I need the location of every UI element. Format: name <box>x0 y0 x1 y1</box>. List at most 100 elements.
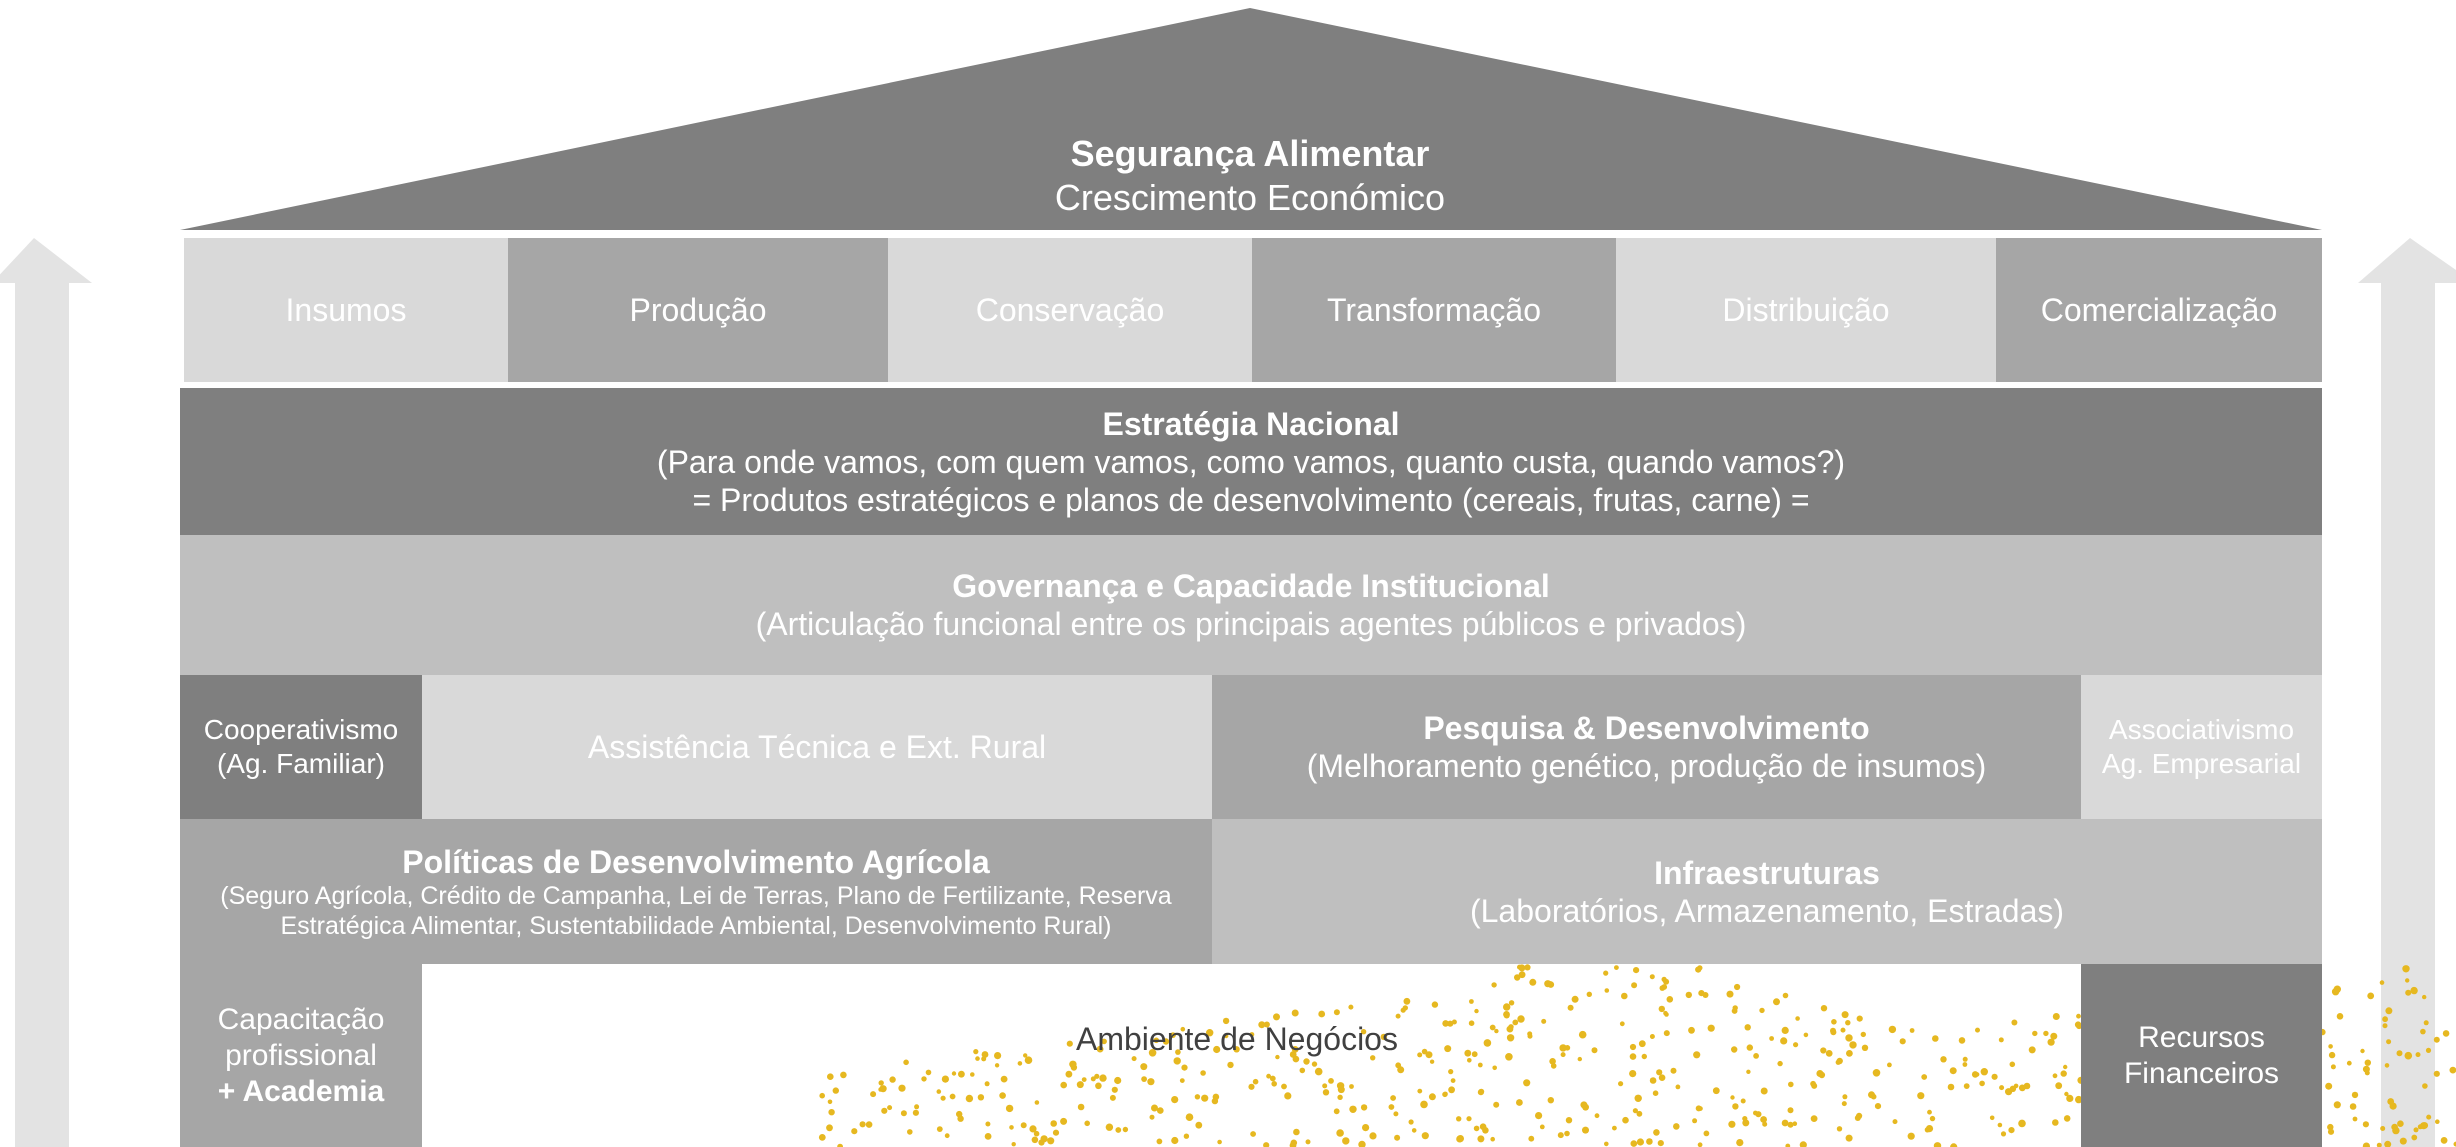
wave-dot <box>818 1134 826 1141</box>
wave-dot <box>1663 1030 1670 1037</box>
wave-dot <box>2328 1051 2336 1059</box>
wave-dot <box>1781 1026 1789 1034</box>
wave-dot <box>1527 1031 1533 1037</box>
wave-dot <box>1567 1004 1574 1011</box>
wave-dot <box>957 1115 964 1122</box>
wave-dot <box>1586 991 1593 997</box>
wave-dot <box>1131 1056 1137 1062</box>
wave-dot <box>1171 1136 1179 1145</box>
wave-dot <box>2362 1121 2369 1128</box>
wave-dot <box>2396 1050 2403 1057</box>
wave-dot <box>1060 1117 1068 1125</box>
wave-dot <box>1456 1116 1462 1122</box>
associativismo-block: Associativismo Ag. Empresarial <box>2081 675 2322 819</box>
wave-dot <box>1052 1129 1060 1136</box>
wave-dot <box>1291 1009 1299 1017</box>
wave-dot <box>1811 1082 1818 1089</box>
wave-dot <box>1528 1135 1535 1142</box>
assistencia-label: Assistência Técnica e Ext. Rural <box>587 729 1047 765</box>
wave-dot <box>1632 1108 1638 1114</box>
wave-dot <box>1909 1028 1915 1033</box>
wave-dot <box>1029 1125 1037 1133</box>
wave-dot <box>2063 1115 2071 1122</box>
wave-dot <box>1831 1019 1837 1025</box>
estrategia-line1: (Para onde vamos, com quem vamos, como v… <box>656 443 1846 480</box>
wave-dot <box>2397 1120 2404 1127</box>
wave-dot <box>1369 1132 1377 1140</box>
wave-dot <box>2018 1119 2026 1128</box>
wave-dot <box>1614 965 1619 970</box>
cooperativismo-line2: (Ag. Familiar) <box>216 748 385 779</box>
wave-dot <box>1444 1045 1452 1053</box>
wave-dot <box>2405 978 2410 983</box>
wave-dot <box>1077 1103 1085 1111</box>
wave-dot <box>1489 1024 1496 1031</box>
wave-dot <box>1753 1110 1758 1116</box>
wave-dot <box>1932 1035 1939 1042</box>
capacitacao-line3: + Academia <box>217 1074 385 1108</box>
wave-dot <box>2055 1082 2063 1090</box>
wave-dot <box>903 1059 909 1066</box>
politicas-block: Políticas de Desenvolvimento Agrícola (S… <box>180 819 1212 964</box>
wave-dot <box>2362 1065 2370 1073</box>
wave-dot <box>1305 1139 1311 1145</box>
wave-dot <box>2060 1070 2067 1077</box>
wave-dot <box>1258 1021 1266 1029</box>
wave-dot <box>936 1126 943 1132</box>
wave-dot <box>1971 1071 1979 1078</box>
wave-dot <box>1594 1113 1600 1119</box>
roof-subtitle: Crescimento Económico <box>1054 177 1446 218</box>
wave-dot <box>2047 1038 2055 1046</box>
associativismo-line1: Associativismo <box>2108 714 2295 745</box>
estrategia-title: Estratégia Nacional <box>1102 405 1400 442</box>
wave-dot <box>1469 999 1474 1004</box>
wave-dot <box>1467 1058 1472 1063</box>
wave-dot <box>1474 1008 1479 1014</box>
wave-dot <box>1989 1115 1995 1121</box>
wave-dot <box>1742 1119 1750 1127</box>
wave-dot <box>1031 1136 1039 1144</box>
wave-dot <box>975 1056 980 1061</box>
wave-dot <box>994 1052 1002 1060</box>
wave-dot <box>1759 1007 1765 1014</box>
wave-dot <box>1746 1069 1751 1075</box>
wave-dot <box>1787 1107 1794 1114</box>
wave-dot <box>985 1121 991 1127</box>
governanca-line1: (Articulação funcional entre os principa… <box>755 606 1747 642</box>
wave-dot <box>1825 1050 1833 1057</box>
wave-dot <box>1565 1117 1573 1124</box>
wave-dot <box>1760 1087 1768 1095</box>
wave-dot <box>1157 1107 1164 1114</box>
wave-dot <box>1621 992 1628 1000</box>
wave-dot <box>1284 1092 1292 1100</box>
wave-dot <box>1114 1076 1122 1085</box>
wave-dot <box>1728 1120 1736 1128</box>
wave-dot <box>1506 1025 1514 1033</box>
wave-dot <box>2009 1061 2016 1068</box>
wave-dot <box>1840 1027 1846 1033</box>
wave-dot <box>1448 1069 1454 1075</box>
wave-dot <box>1577 1056 1583 1062</box>
wave-dot <box>1803 1032 1809 1038</box>
wave-dot <box>994 1063 1000 1068</box>
wave-dot <box>1830 1029 1837 1036</box>
wave-dot <box>1663 978 1670 985</box>
wave-dot <box>2379 980 2385 985</box>
wave-dot <box>1793 1042 1799 1048</box>
wave-dot <box>2364 1059 2371 1066</box>
wave-dot <box>1529 978 1537 986</box>
wave-dot <box>2011 1019 2018 1026</box>
wave-dot <box>2032 1030 2038 1037</box>
wave-dot <box>1649 974 1655 980</box>
estrategia-line2: = Produtos estratégicos e planos de dese… <box>692 481 1810 518</box>
wave-dot <box>837 1143 843 1147</box>
wave-dot <box>1471 1051 1478 1058</box>
wave-dot <box>2382 1016 2389 1023</box>
wave-dot <box>1173 1057 1181 1065</box>
wave-dot <box>981 1051 989 1058</box>
wave-dot <box>1618 1081 1624 1087</box>
wave-dot <box>1999 1085 2005 1091</box>
wave-dot <box>1095 1082 1102 1090</box>
wave-dot <box>2333 1101 2341 1109</box>
